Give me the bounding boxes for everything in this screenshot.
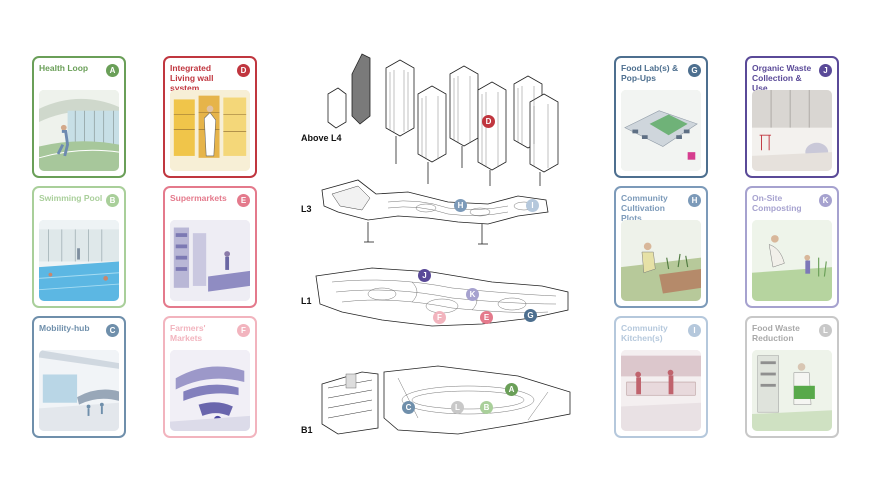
map-badge-d: D [482, 115, 495, 128]
organic-waste-illustration [752, 90, 832, 171]
card-mobility-hub: Mobility-hub C [32, 316, 126, 438]
badge-l: L [819, 324, 832, 337]
badge-g: G [688, 64, 701, 77]
map-badge-a: A [505, 383, 518, 396]
badge-d: D [237, 64, 250, 77]
mobility-hub-illustration [39, 350, 119, 431]
badge-e: E [237, 194, 250, 207]
map-badge-c: C [402, 401, 415, 414]
level-label-l1: L1 [301, 296, 312, 306]
map-badge-k: K [466, 288, 479, 301]
plan-l1 [315, 267, 569, 327]
farmers-markets-illustration [170, 350, 250, 431]
map-badge-h: H [454, 199, 467, 212]
card-title: Mobility-hub [39, 323, 90, 333]
card-title: Food Waste Reduction [752, 323, 800, 343]
card-title: Farmers' Markets [170, 323, 206, 343]
badge-b: B [106, 194, 119, 207]
living-wall-illustration [170, 90, 250, 171]
badge-c: C [106, 324, 119, 337]
map-badge-e: E [480, 311, 493, 324]
supermarkets-illustration [170, 220, 250, 301]
cultivation-plots-illustration [621, 220, 701, 301]
card-food-waste-reduction: Food Waste Reduction L [745, 316, 839, 438]
swimming-pool-illustration [39, 220, 119, 301]
map-badge-i: I [526, 199, 539, 212]
card-title: On-Site Composting [752, 193, 802, 213]
card-title: Community Kitchen(s) [621, 323, 668, 343]
card-title: Food Lab(s) & Pop-Ups [621, 63, 679, 83]
towers-axonometric [327, 53, 559, 186]
badge-j: J [819, 64, 832, 77]
plan-l3 [321, 179, 549, 245]
card-community-kitchen: Community Kitchen(s) I [614, 316, 708, 438]
card-swimming-pool: Swimming Pool B [32, 186, 126, 308]
plan-b1 [321, 365, 571, 435]
card-health-loop: Health Loop A [32, 56, 126, 178]
card-food-lab: Food Lab(s) & Pop-Ups G [614, 56, 708, 178]
map-badge-g: G [524, 309, 537, 322]
card-title: Supermarkets [170, 193, 227, 203]
card-composting: On-Site Composting K [745, 186, 839, 308]
level-label-b1: B1 [301, 425, 313, 435]
map-badge-l: L [451, 401, 464, 414]
badge-f: F [237, 324, 250, 337]
badge-k: K [819, 194, 832, 207]
badge-i: I [688, 324, 701, 337]
badge-h: H [688, 194, 701, 207]
card-title: Health Loop [39, 63, 89, 73]
food-waste-illustration [752, 350, 832, 431]
map-badge-f: F [433, 311, 446, 324]
card-living-wall: Integrated Living wall system D [163, 56, 257, 178]
card-title: Swimming Pool [39, 193, 103, 203]
card-title: Integrated Living wall system [170, 63, 214, 93]
food-lab-illustration [621, 90, 701, 171]
level-label-above-l4: Above L4 [301, 133, 342, 143]
map-badge-b: B [480, 401, 493, 414]
level-label-l3: L3 [301, 204, 312, 214]
card-title: Organic Waste Collection & Use [752, 63, 812, 93]
composting-illustration [752, 220, 832, 301]
card-organic-waste: Organic Waste Collection & Use J [745, 56, 839, 178]
card-title: Community Cultivation Plots [621, 193, 668, 223]
card-cultivation-plots: Community Cultivation Plots H [614, 186, 708, 308]
community-kitchen-illustration [621, 350, 701, 431]
badge-a: A [106, 64, 119, 77]
map-badge-j: J [418, 269, 431, 282]
health-loop-illustration [39, 90, 119, 171]
card-farmers-markets: Farmers' Markets F [163, 316, 257, 438]
card-supermarkets: Supermarkets E [163, 186, 257, 308]
